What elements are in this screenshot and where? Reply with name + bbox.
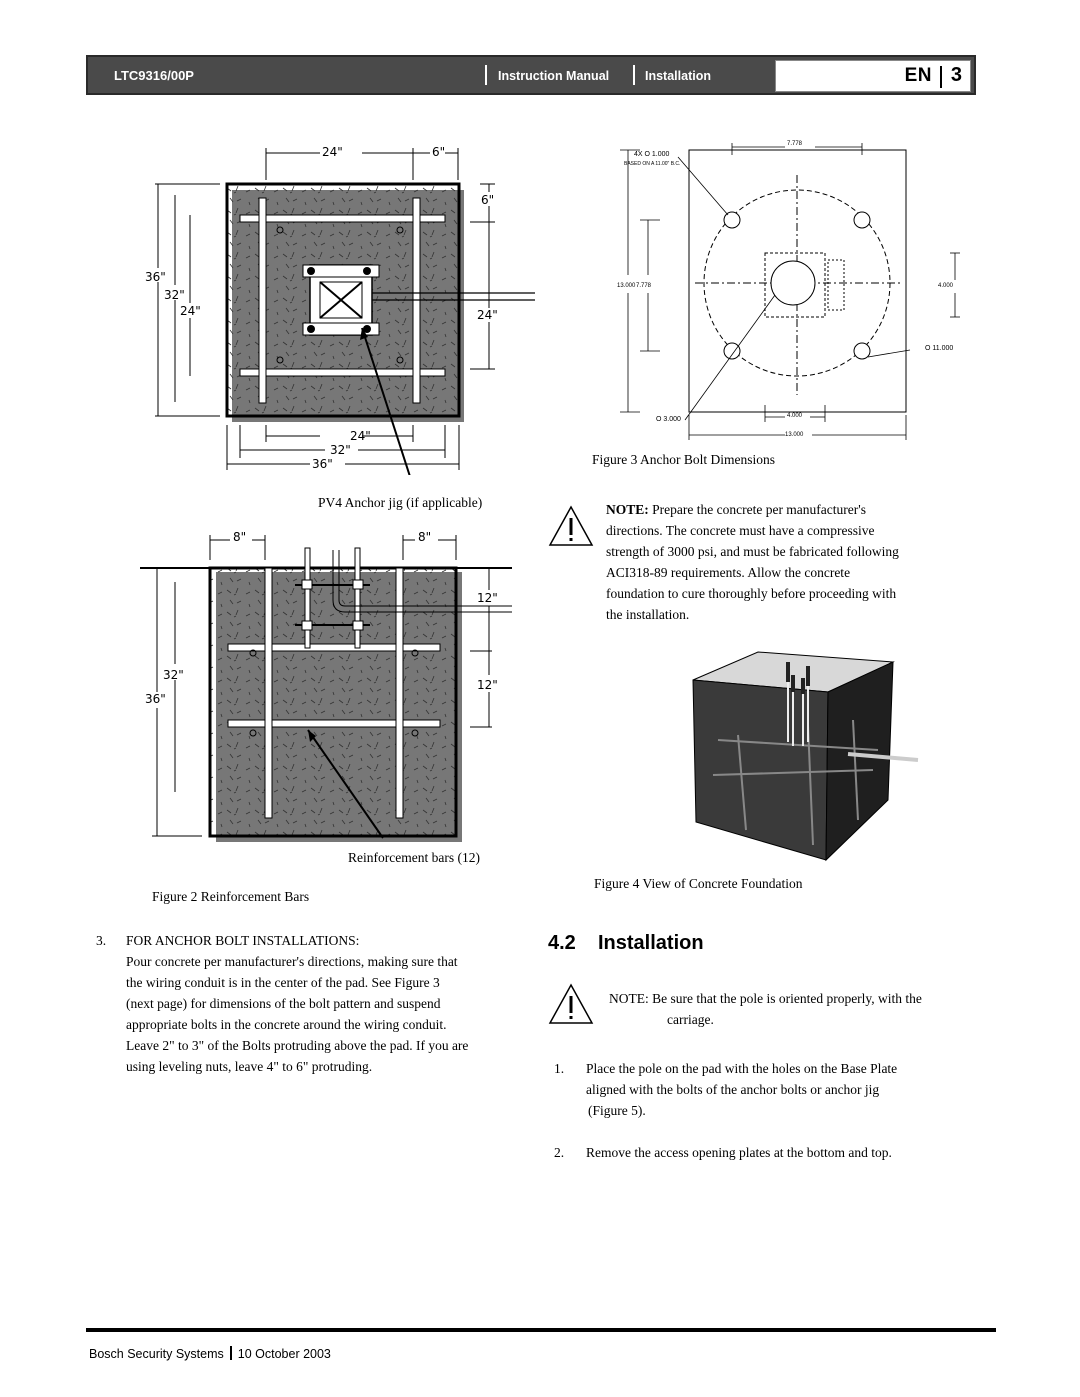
step-text: FOR ANCHOR BOLT INSTALLATIONS: Pour conc… xyxy=(126,930,546,1077)
dim-label: 24" xyxy=(180,304,201,318)
dim-label: 13.000 xyxy=(617,283,636,289)
note-text: the installation. xyxy=(606,607,690,622)
step-line: Pour concrete per manufacturer's directi… xyxy=(126,954,458,969)
concrete-foundation-3d-view xyxy=(692,651,919,862)
jig-label: PV4 Anchor jig (if applicable) xyxy=(318,495,483,510)
language-code: EN xyxy=(904,65,932,86)
figure-4-caption: Figure 4 View of Concrete Foundation xyxy=(594,876,803,891)
section-title-text: Installation xyxy=(598,932,704,954)
dim-label: 12" xyxy=(477,678,498,692)
header-divider xyxy=(485,65,487,85)
section-heading: 4.2 Installation xyxy=(548,932,704,955)
dim-label: 32" xyxy=(164,288,185,302)
note-text: NOTE: Be sure that the pole is oriented … xyxy=(609,991,922,1006)
circle-label: O 11.000 xyxy=(925,345,954,352)
dim-label: 6" xyxy=(432,145,446,159)
step-title: FOR ANCHOR BOLT INSTALLATIONS: xyxy=(126,933,360,948)
dim-label: 4.000 xyxy=(938,283,954,289)
dim-label: 32" xyxy=(163,668,184,682)
rebar-side-view-diagram xyxy=(140,535,512,842)
dim-label: 7.778 xyxy=(636,283,652,289)
dim-label: 32" xyxy=(330,443,351,457)
step-line: the wiring conduit is in the center of t… xyxy=(126,975,440,990)
bore-label: O 3.000 xyxy=(656,416,681,423)
manual-title: Instruction Manual xyxy=(498,69,610,83)
step-1: 1. Place the pole on the pad with the ho… xyxy=(554,1058,974,1128)
dim-label: 8" xyxy=(233,530,247,544)
step-number: 2. xyxy=(554,1145,565,1160)
page-number-box: EN 3 xyxy=(775,60,971,92)
footer-rule xyxy=(86,1328,996,1332)
dim-label: 36" xyxy=(312,457,333,471)
page-footer: Bosch Security Systems 10 October 2003 xyxy=(89,1346,331,1361)
step-line: (Figure 5). xyxy=(588,1103,646,1118)
dim-label: 36" xyxy=(145,270,166,284)
note-label: NOTE: xyxy=(606,502,649,517)
orientation-note: NOTE: Be sure that the pole is oriented … xyxy=(609,988,922,1030)
note-text: Prepare the concrete per manufacturer's xyxy=(652,502,866,517)
step-line: Remove the access opening plates at the … xyxy=(586,1145,892,1160)
rebar-label: Reinforcement bars (12) xyxy=(348,850,480,865)
dim-label: 24" xyxy=(477,308,498,322)
dim-label: 6" xyxy=(481,193,495,207)
note-text: ACI318-89 requirements. Allow the concre… xyxy=(606,565,851,580)
figure-3-caption: Figure 3 Anchor Bolt Dimensions xyxy=(592,452,775,467)
footer-divider xyxy=(229,1346,232,1360)
page-number: 3 xyxy=(950,64,962,86)
holes-label: 4X O 1.000 xyxy=(634,151,670,158)
step-line: appropriate bolts in the concrete around… xyxy=(126,1017,447,1032)
step-line: using leveling nuts, leave 4" to 6" prot… xyxy=(126,1059,373,1074)
bc-label: BASED ON A 11.00" B.C. xyxy=(624,161,681,167)
step-number: 3. xyxy=(96,933,107,948)
page-header: LTC9316/00P Instruction Manual Installat… xyxy=(86,55,976,95)
step-line: (next page) for dimensions of the bolt p… xyxy=(126,996,441,1011)
concrete-note: NOTE: Prepare the concrete per manufactu… xyxy=(606,499,899,625)
figure-2-caption: Figure 2 Reinforcement Bars xyxy=(152,889,310,904)
header-divider xyxy=(633,65,635,85)
page-divider xyxy=(940,66,942,88)
rebar-top-view-diagram xyxy=(155,148,535,475)
dim-label: 13.000 xyxy=(785,432,804,438)
dim-label: 24" xyxy=(350,429,371,443)
note-text: directions. The concrete must have a com… xyxy=(606,523,875,538)
footer-date: 10 October 2003 xyxy=(237,1347,331,1361)
note-text: carriage. xyxy=(667,1012,714,1027)
dim-label: 7.778 xyxy=(787,141,803,147)
section-title: Installation xyxy=(645,69,711,83)
model-number: LTC9316/00P xyxy=(114,68,194,83)
dim-label: 36" xyxy=(145,692,166,706)
step-line: Place the pole on the pad with the holes… xyxy=(586,1061,898,1076)
section-number: 4.2 xyxy=(548,932,576,954)
warning-icon xyxy=(548,505,594,546)
note-text: strength of 3000 psi, and must be fabric… xyxy=(606,544,899,559)
warning-icon xyxy=(548,983,594,1024)
dim-label: 8" xyxy=(418,530,432,544)
step-line: Leave 2" to 3" of the Bolts protruding a… xyxy=(126,1038,469,1053)
footer-company: Bosch Security Systems xyxy=(89,1347,224,1361)
step-number: 1. xyxy=(554,1061,565,1076)
note-text: foundation to cure thoroughly before pro… xyxy=(606,586,897,601)
step-2: 2. Remove the access opening plates at t… xyxy=(554,1142,974,1166)
step-line: aligned with the bolts of the anchor bol… xyxy=(586,1082,880,1097)
dim-label: 12" xyxy=(477,591,498,605)
dim-label: 4.000 xyxy=(787,413,803,419)
step-text: Remove the access opening plates at the … xyxy=(586,1142,986,1163)
step-text: Place the pole on the pad with the holes… xyxy=(586,1058,986,1121)
dim-label: 24" xyxy=(322,145,343,159)
anchor-bolt-dimensions-diagram xyxy=(620,143,960,440)
